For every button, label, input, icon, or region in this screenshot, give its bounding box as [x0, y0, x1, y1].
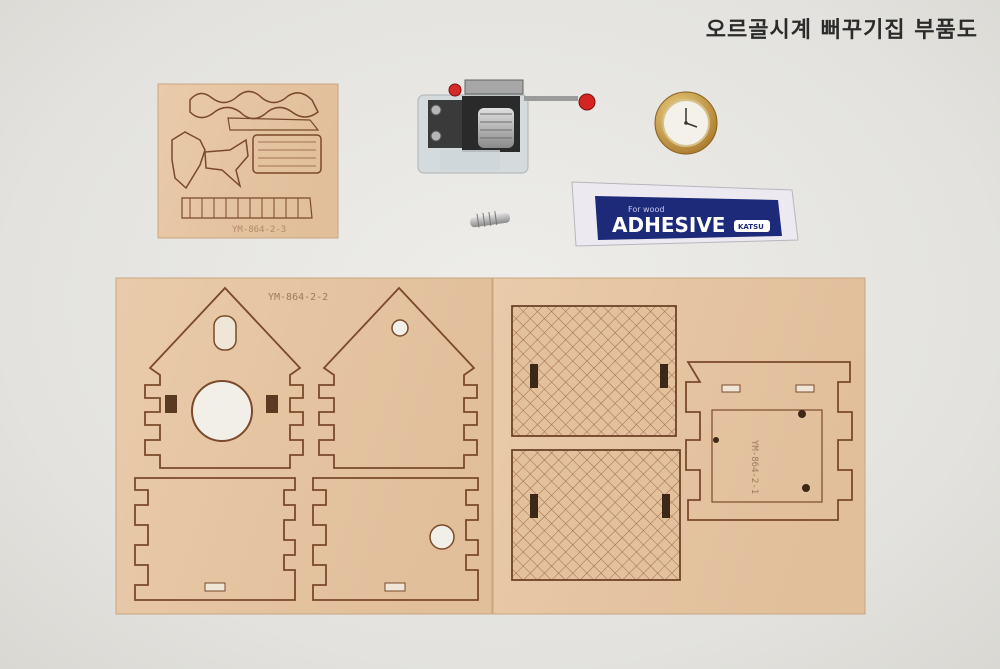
frame-sheet-code: YM-864-2-1 [749, 440, 759, 494]
screws [470, 211, 510, 228]
large-sheet-code: YM-864-2-2 [268, 292, 328, 303]
small-sheet-code: YM-864-2-3 [232, 225, 286, 235]
large-wood-sheet-left: YM-864-2-2 [115, 277, 493, 615]
glue-tube: ADHESIVE For wood KATSU [571, 181, 799, 247]
glue-sublabel: For wood [628, 205, 664, 214]
large-wood-sheet-right: YM-864-2-1 [492, 277, 866, 615]
music-box-movement [417, 79, 596, 174]
glue-label: ADHESIVE [612, 213, 725, 237]
small-wood-sheet: YM-864-2-3 [157, 83, 339, 239]
photo-title: 오르골시계 뻐꾸기집 부품도 [705, 18, 978, 43]
glue-brand: KATSU [738, 223, 764, 231]
clock-insert [654, 91, 718, 155]
